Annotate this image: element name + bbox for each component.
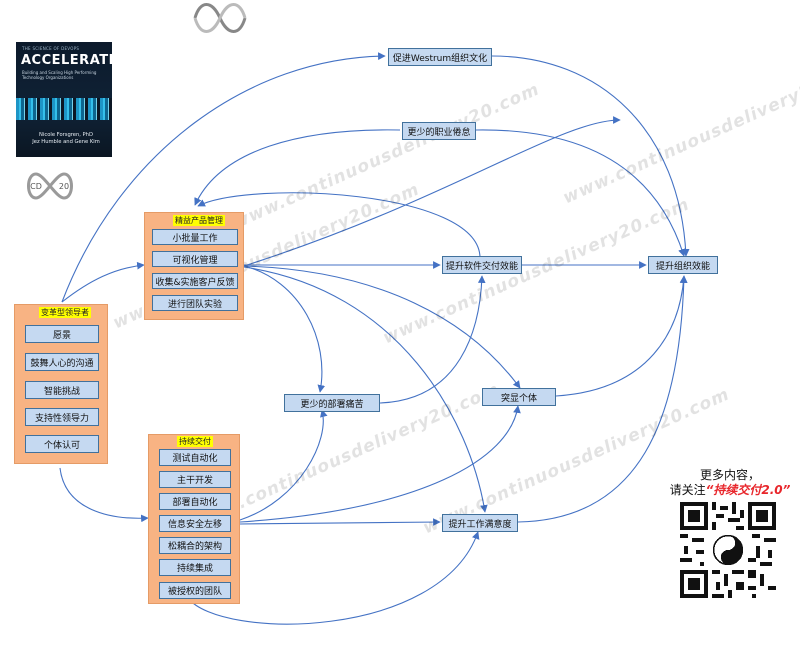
lean-item: 进行团队实验 [152,295,238,311]
promo-line-1: 更多内容， [699,468,760,482]
transformational-leadership-group: 变革型领导者 愿景 鼓舞人心的沟通 智能挑战 支持性领导力 个体认可 [14,304,108,464]
cd-item: 主干开发 [159,471,231,488]
cd-item: 信息安全左移 [159,515,231,532]
continuous-delivery-group: 持续交付 测试自动化 主干开发 部署自动化 信息安全左移 松耦合的架构 持续集成… [148,434,240,604]
transform-item: 智能挑战 [25,381,99,399]
book-author-1: Nicole Forsgren, PhD [39,132,93,138]
book-author-2: Jez Humble and Gene Kim [32,139,100,145]
cd-group-title: 持续交付 [177,436,213,447]
accelerate-book-cover: THE SCIENCE OF DEVOPS ACCELERATE Buildin… [16,42,112,157]
outcome-job-satisfaction: 提升工作满意度 [442,514,518,532]
book-stripes-graphic [16,98,112,120]
book-authors: Nicole Forsgren, PhD Jez Humble and Gene… [22,132,110,146]
lean-item: 收集&实施客户反馈 [152,273,238,289]
lean-item: 可视化管理 [152,251,238,267]
outcome-identity: 突显个体 [482,388,556,406]
outcome-westrum-culture: 促进Westrum组织文化 [388,48,492,66]
book-series: THE SCIENCE OF DEVOPS [22,46,80,51]
transform-item: 鼓舞人心的沟通 [25,353,99,371]
transform-item: 愿景 [25,325,99,343]
transform-group-title: 变革型领导者 [39,307,91,318]
outcome-software-delivery-performance: 提升软件交付效能 [442,256,522,274]
cd20-infinity-logo: CD 20 [27,172,73,200]
promo-line-2-prefix: 请关注 [669,483,706,497]
cd-item: 持续集成 [159,559,231,576]
outcome-less-burnout: 更少的职业倦怠 [402,122,476,140]
outcome-less-deployment-pain: 更少的部署痛苦 [284,394,380,412]
outcome-org-performance: 提升组织效能 [648,256,718,274]
logo-right-text: 20 [59,182,69,191]
lean-item: 小批量工作 [152,229,238,245]
promo-line-2-highlight: “持续交付2.0” [705,483,791,497]
cd20-logo [193,3,247,33]
transform-item: 个体认可 [25,435,99,453]
transform-item: 支持性领导力 [25,408,99,426]
cd-item: 被授权的团队 [159,582,231,599]
lean-product-group: 精益产品管理 小批量工作 可视化管理 收集&实施客户反馈 进行团队实验 [144,212,244,320]
cd-item: 部署自动化 [159,493,231,510]
book-title: ACCELERATE [21,53,112,68]
cd-item: 测试自动化 [159,449,231,466]
promo-line-2: 请关注“持续交付2.0” [660,483,800,498]
promo-text: 更多内容， 请关注“持续交付2.0” [660,468,800,498]
qr-code-image [680,502,776,598]
lean-group-title: 精益产品管理 [173,215,225,226]
cd-item: 松耦合的架构 [159,537,231,554]
book-tagline: Building and Scaling High Performing Tec… [22,70,97,80]
logo-left-text: CD [30,182,42,191]
